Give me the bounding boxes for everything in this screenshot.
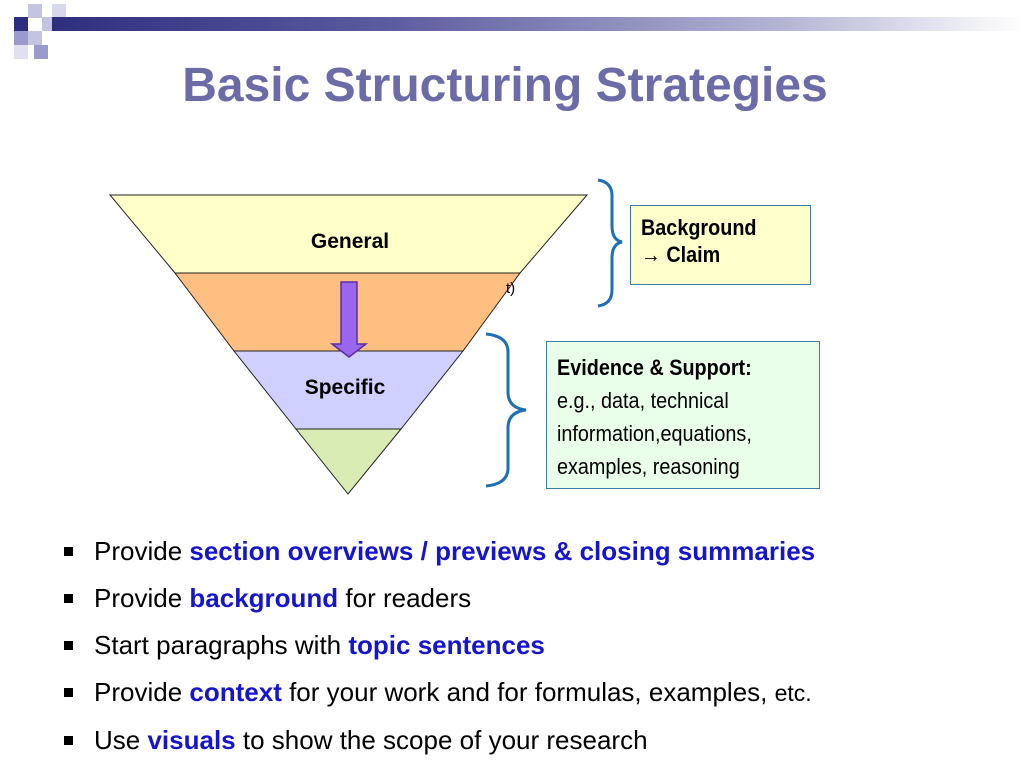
bullet-item: Start paragraphs with topic sentences: [62, 622, 815, 669]
deco-square-light: [28, 31, 42, 45]
square-bullet-icon: [64, 736, 73, 745]
header-bar: [52, 17, 1024, 31]
right-arrow-icon: →: [641, 242, 661, 267]
evidence-line: information,equations,: [557, 421, 752, 446]
deco-square-lavender: [14, 31, 28, 45]
claim-label: Claim: [666, 242, 721, 267]
evidence-line: e.g., data, technical: [557, 388, 729, 413]
bullet-item: Use visuals to show the scope of your re…: [62, 717, 815, 764]
deco-square-light: [14, 45, 28, 59]
claim-line: → Claim: [641, 241, 784, 268]
layer-general-label: General: [310, 230, 390, 253]
bullet-item: Provide section overviews / previews & c…: [62, 528, 815, 575]
deco-square-light: [28, 4, 42, 18]
stray-text-fragment: t): [506, 280, 516, 297]
square-bullet-icon: [64, 688, 73, 697]
square-bullet-icon: [64, 594, 73, 603]
deco-square-lavender: [34, 45, 48, 59]
evidence-title: Evidence & Support:: [557, 355, 752, 380]
evidence-line: examples, reasoning: [557, 454, 740, 479]
brace-icon: [485, 332, 527, 488]
bullet-list: Provide section overviews / previews & c…: [62, 528, 815, 764]
square-bullet-icon: [64, 547, 73, 556]
background-label: Background: [641, 215, 757, 240]
bullet-item: Provide background for readers: [62, 575, 815, 622]
slide-title: Basic Structuring Strategies: [182, 59, 828, 112]
down-arrow-icon: [329, 281, 369, 358]
deco-square-navy: [14, 17, 28, 31]
square-bullet-icon: [64, 641, 73, 650]
layer-bottom: [294, 428, 403, 495]
background-claim-box: Background → Claim: [630, 205, 811, 285]
bullet-item: Provide context for your work and for fo…: [62, 669, 815, 717]
deco-square-light: [52, 4, 66, 18]
layer-specific-label: Specific: [304, 376, 386, 399]
evidence-support-box: Evidence & Support: e.g., data, technica…: [546, 341, 820, 489]
brace-icon: [597, 178, 623, 308]
